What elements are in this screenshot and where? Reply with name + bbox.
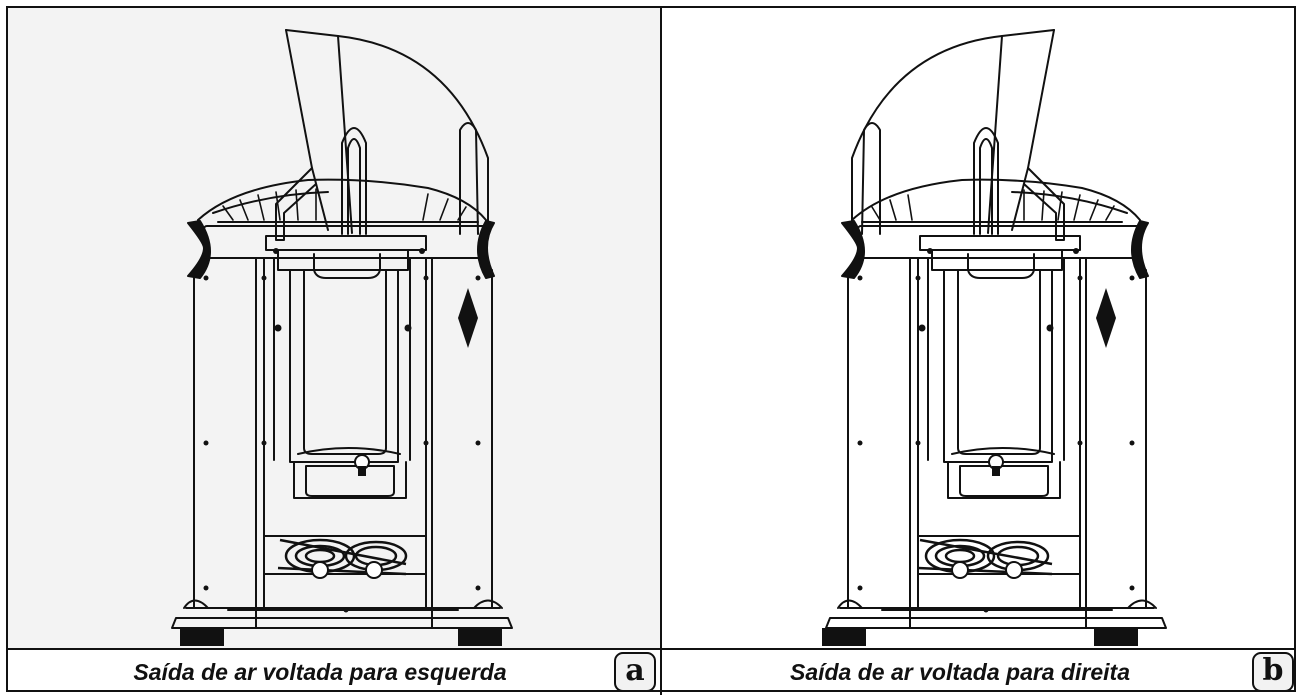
tag-a: a <box>614 652 656 692</box>
panel-b <box>662 8 1294 648</box>
dehumidifier-drawing-left-outlet <box>8 8 660 648</box>
caption-a: Saída de ar voltada para esquerda <box>133 659 507 685</box>
panel-divider <box>660 6 662 695</box>
caption-b: Saída de ar voltada para direita <box>789 659 1131 685</box>
tag-b: b <box>1252 652 1294 692</box>
caption-divider <box>6 648 1296 650</box>
panel-a <box>8 8 660 648</box>
dehumidifier-drawing-right-outlet <box>662 8 1294 648</box>
